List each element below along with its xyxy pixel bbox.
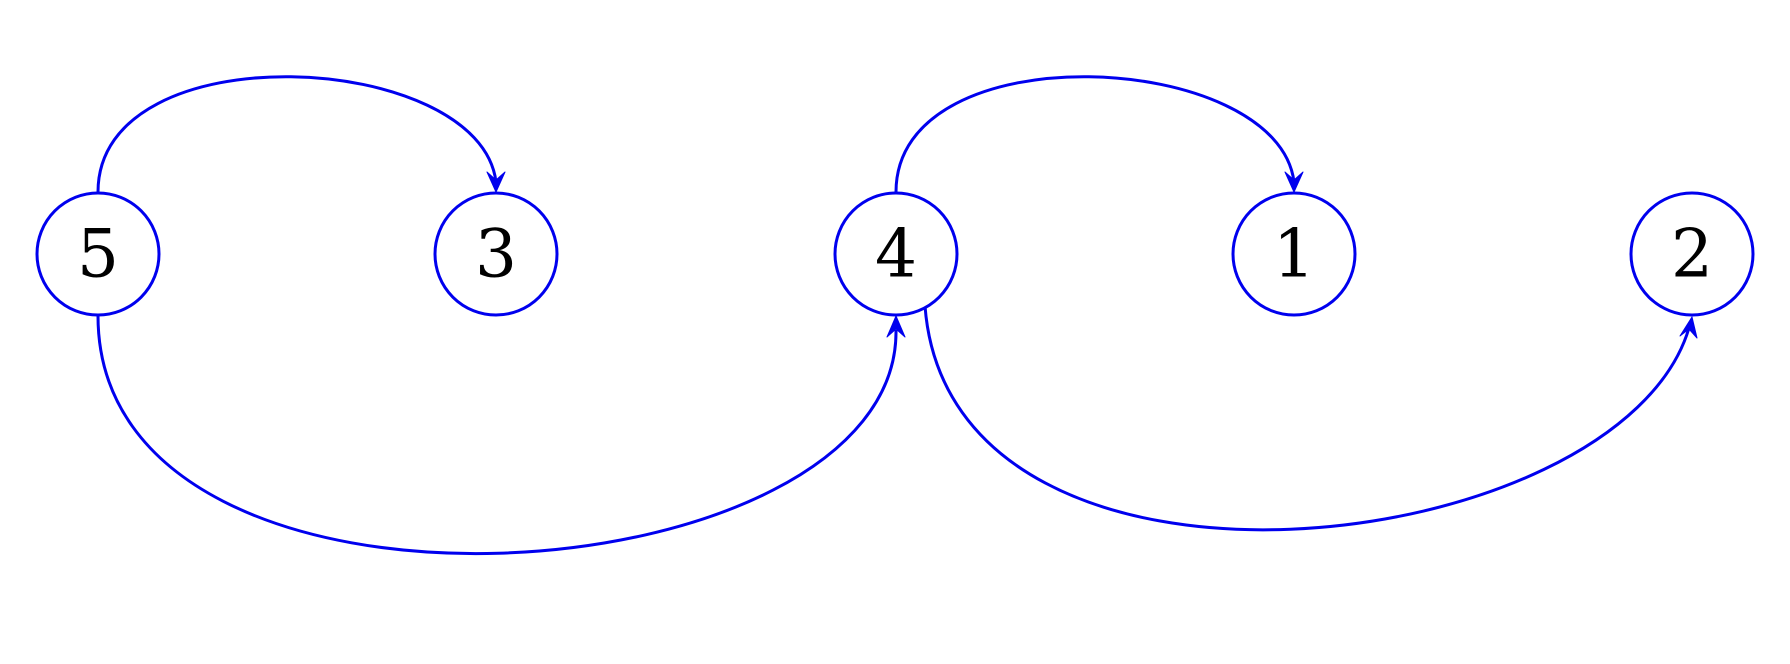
edge-5-to-3-arrowhead <box>486 171 506 193</box>
edge-4-to-1-line <box>894 75 1296 193</box>
node-5-circle <box>35 191 161 317</box>
edge-4-to-2-line <box>923 305 1691 532</box>
edge-4-to-1-arrowhead <box>1284 171 1304 193</box>
edge-5-to-4 <box>96 315 906 556</box>
nodes-layer: 5 3 4 1 2 <box>35 191 1755 317</box>
node-3-label: 3 <box>475 216 517 293</box>
edge-5-to-3-line <box>96 75 498 193</box>
edge-5-to-4-arrowhead <box>886 315 906 338</box>
node-2-label: 2 <box>1671 216 1713 293</box>
node-2-circle <box>1629 191 1755 317</box>
node-4-circle <box>833 191 959 317</box>
node-3: 3 <box>433 191 559 317</box>
edge-4-to-2 <box>923 305 1698 532</box>
node-1-label: 1 <box>1273 216 1315 293</box>
edge-5-to-3 <box>96 75 506 193</box>
edge-4-to-2-arrowhead <box>1679 316 1698 339</box>
node-1: 1 <box>1231 191 1357 317</box>
node-5-label: 5 <box>77 216 119 293</box>
node-5: 5 <box>35 191 161 317</box>
node-4-label: 4 <box>875 216 917 293</box>
node-1-circle <box>1231 191 1357 317</box>
edge-4-to-1 <box>894 75 1304 193</box>
node-2: 2 <box>1629 191 1755 317</box>
node-4: 4 <box>833 191 959 317</box>
node-3-circle <box>433 191 559 317</box>
edge-5-to-4-line <box>96 315 898 556</box>
edges-layer <box>96 75 1698 556</box>
